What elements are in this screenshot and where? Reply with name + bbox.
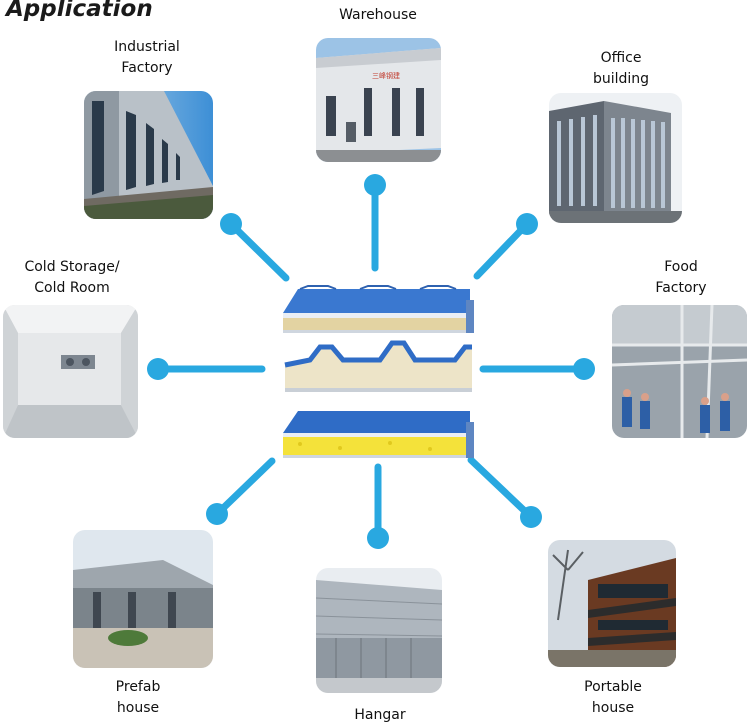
connector-office-building xyxy=(473,213,538,280)
connector-portable-house xyxy=(467,456,542,528)
label-hangar: Hangar xyxy=(354,707,406,723)
page-title: Application xyxy=(6,0,153,22)
eps-roof-panel xyxy=(283,285,474,333)
warehouse-photo: 三峰钢建 xyxy=(316,38,441,162)
label-industrial-factory: Industrial Factory xyxy=(114,39,180,76)
label-food-factory: Food Factory xyxy=(655,259,707,296)
label-office-building: Office building xyxy=(592,50,650,87)
connector-prefab-house xyxy=(206,457,276,525)
connector-hangar xyxy=(367,463,389,549)
label-cold-storage: Cold Storage/ Cold Room xyxy=(24,259,120,296)
connector-industrial-factory xyxy=(220,213,290,282)
cold-storage-photo xyxy=(3,305,138,438)
connector-cold-storage xyxy=(147,358,266,380)
portable-house-photo xyxy=(548,540,676,667)
prefab-house-photo xyxy=(73,530,213,668)
label-portable-house: Portable house xyxy=(584,679,642,716)
label-warehouse: Warehouse xyxy=(339,7,417,23)
connector-food-factory xyxy=(479,358,595,380)
warehouse-sign-text: 三峰钢建 xyxy=(372,71,400,80)
connector-warehouse xyxy=(364,174,386,272)
office-building-photo xyxy=(549,93,682,223)
food-factory-photo xyxy=(612,305,747,438)
label-prefab-house: Prefab house xyxy=(115,679,161,716)
industrial-factory-photo xyxy=(84,91,213,219)
hangar-photo xyxy=(316,568,442,693)
pu-roof-panel xyxy=(284,340,472,392)
rockwool-wall-panel xyxy=(283,411,474,458)
